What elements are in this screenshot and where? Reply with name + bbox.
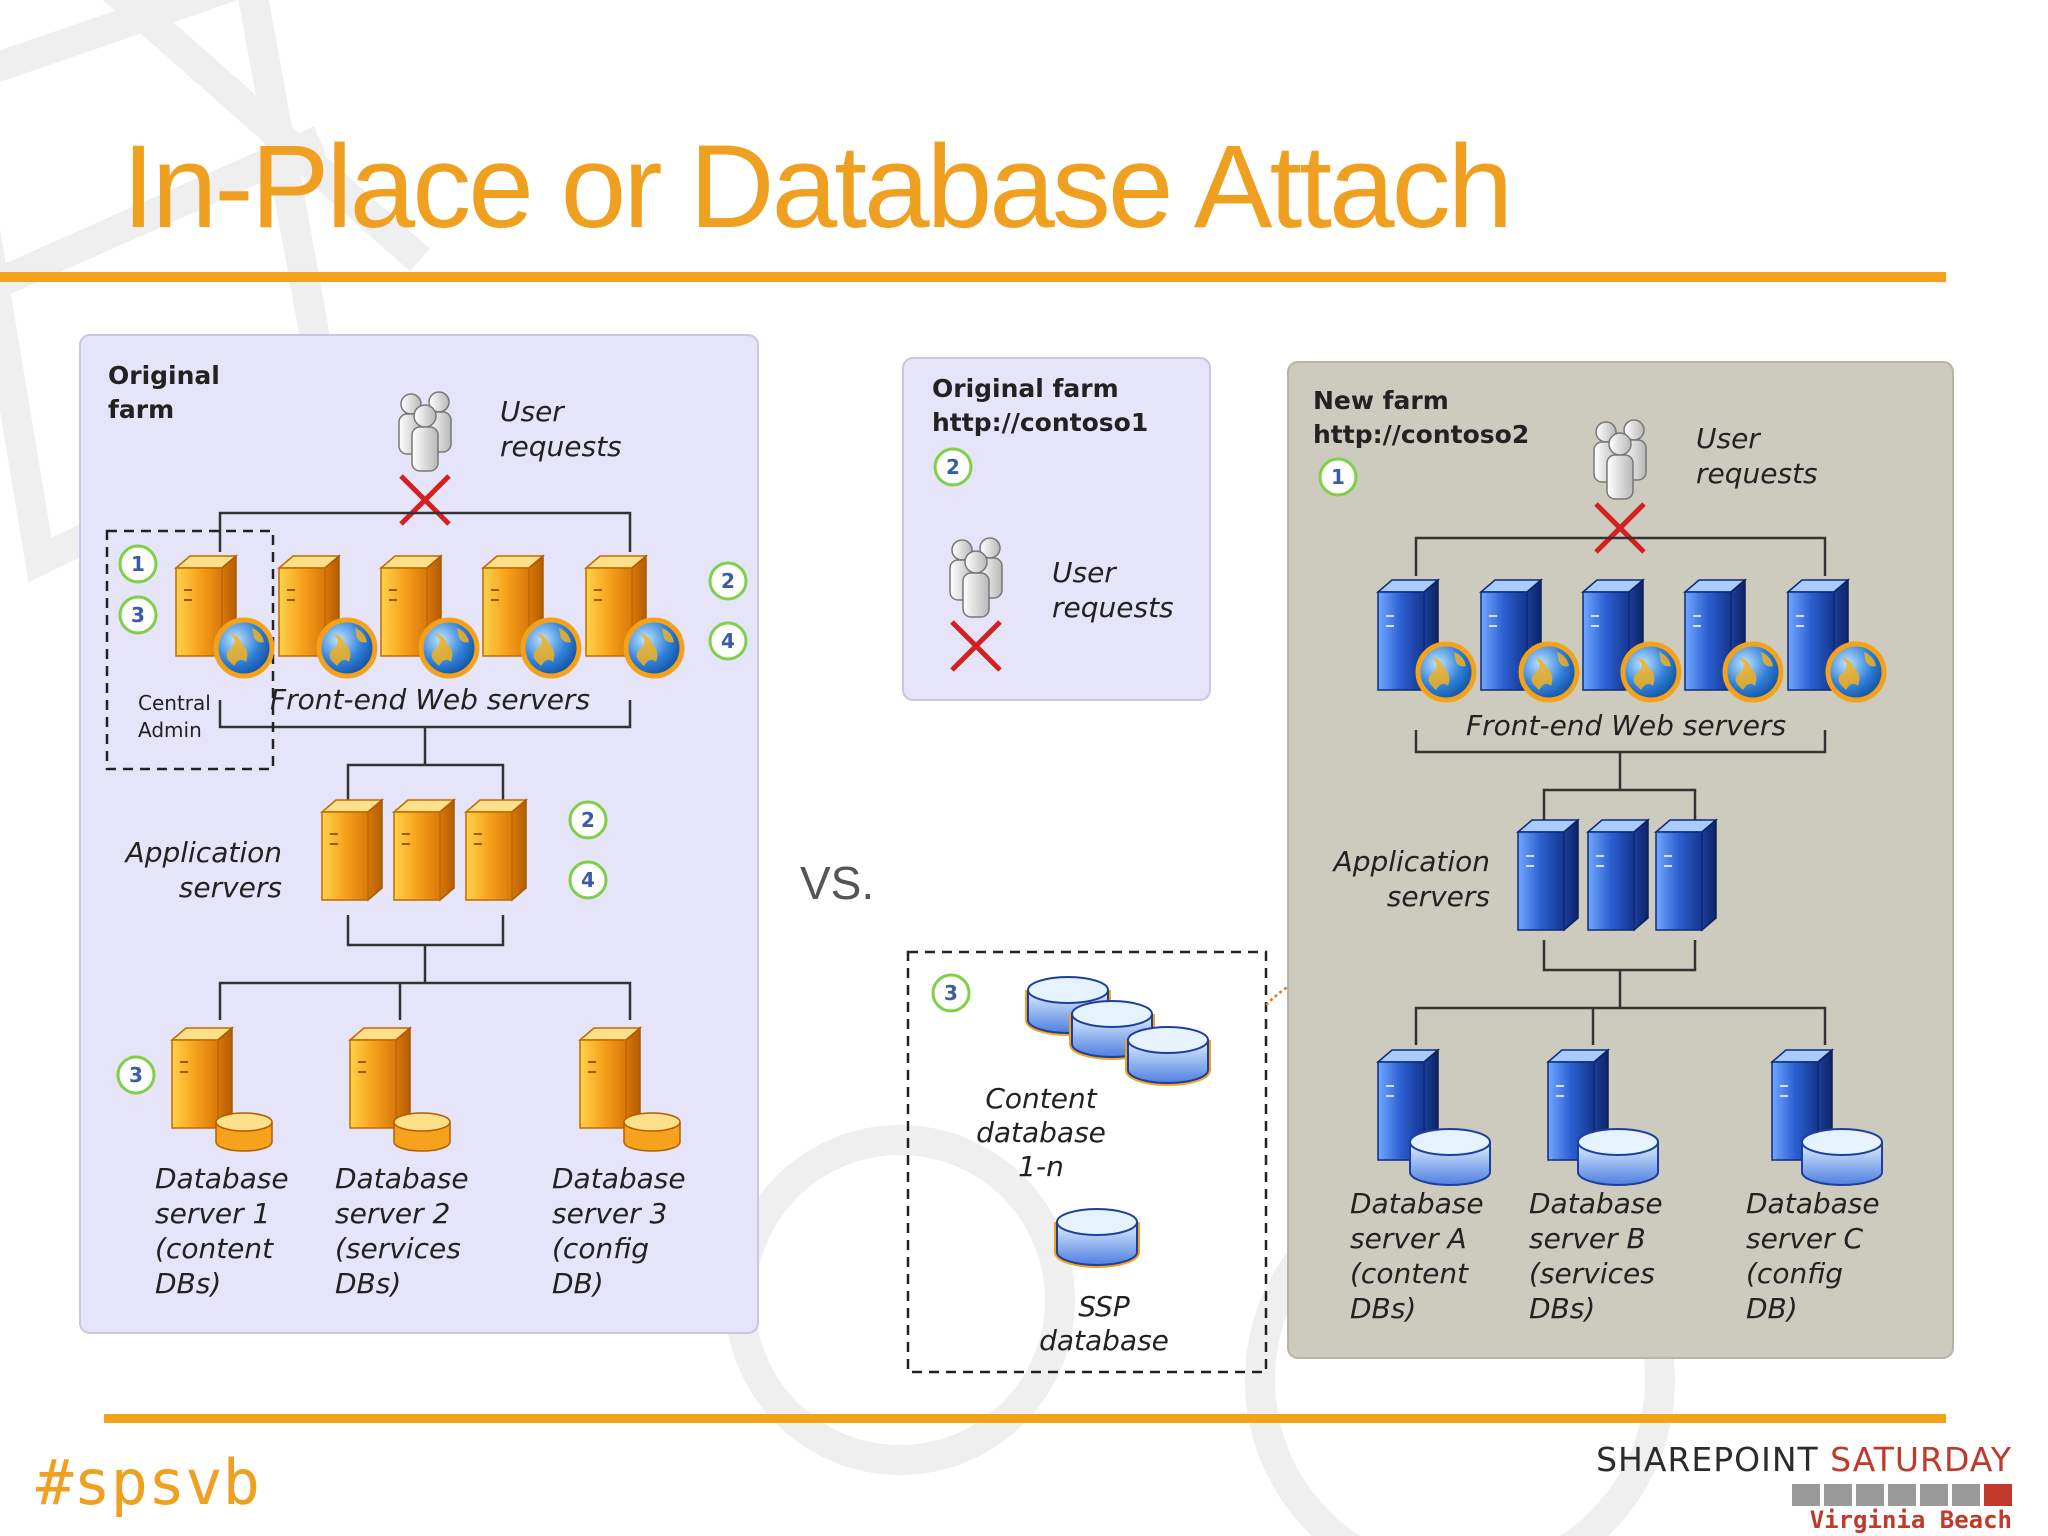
- application-servers: [321, 799, 527, 901]
- svg-text:3: 3: [131, 603, 145, 627]
- new-farm-panel: New farm http://contoso2 1 User requests…: [1287, 361, 1954, 1359]
- step-badge: 2: [933, 447, 973, 487]
- contoso1-title-line1: Original farm: [932, 374, 1119, 403]
- ssp-database-icon: [1057, 1209, 1137, 1265]
- new-farm-title-line2: http://contoso2: [1313, 420, 1529, 449]
- dbC-line3: (config: [1746, 1257, 1843, 1290]
- brand-wordmark: SHAREPOINT SATURDAY: [1596, 1440, 2012, 1479]
- db3-line3: (config: [552, 1232, 649, 1265]
- dbC-line2: server C: [1746, 1222, 1864, 1255]
- content-database-label-line2: database: [976, 1116, 1106, 1149]
- dbC-line4: DB): [1746, 1292, 1798, 1325]
- connector-lines: [1414, 536, 1827, 1045]
- svg-text:3: 3: [129, 1063, 143, 1087]
- application-servers-label-line2: servers: [179, 871, 282, 904]
- svg-text:2: 2: [721, 569, 735, 593]
- db1-line1: Database: [155, 1162, 289, 1195]
- step-badge: 4: [708, 621, 748, 661]
- db2-line3: (services: [335, 1232, 461, 1265]
- svg-text:4: 4: [581, 868, 595, 892]
- db1-line3: (content: [155, 1232, 274, 1265]
- new-application-servers-label-line2: servers: [1387, 880, 1490, 913]
- content-database-label-line3: 1-n: [1018, 1150, 1064, 1183]
- slide-title: In-Place or Database Attach: [122, 121, 1513, 253]
- original-farm-title-line1: Original: [108, 361, 220, 390]
- databases-to-attach-box: 3 Content database 1-n SSP database: [906, 950, 1268, 1374]
- event-hashtag: #spsvb: [36, 1446, 260, 1519]
- svg-text:3: 3: [944, 981, 958, 1005]
- central-admin-label-line1: Central: [138, 691, 211, 715]
- step-badge: 3: [116, 1055, 156, 1095]
- footer-rule: [104, 1414, 1946, 1423]
- step-badge: 2: [708, 561, 748, 601]
- original-farm-title-line2: farm: [108, 395, 174, 424]
- dbB-line4: DBs): [1529, 1292, 1595, 1325]
- db2-line4: DBs): [335, 1267, 401, 1300]
- svg-text:1: 1: [1331, 465, 1345, 489]
- user-requests-label-line1: User: [500, 395, 565, 428]
- svg-text:2: 2: [946, 455, 960, 479]
- brand-blocks: [1792, 1484, 2012, 1506]
- svg-text:4: 4: [721, 629, 735, 653]
- ssp-database-label-line1: SSP: [1078, 1290, 1130, 1323]
- contoso1-user-requests-line2: requests: [1052, 591, 1174, 624]
- new-application-servers-label-line1: Application: [1332, 845, 1490, 878]
- db3-line4: DB): [552, 1267, 604, 1300]
- new-application-servers: [1517, 819, 1717, 931]
- dbC-line1: Database: [1746, 1187, 1880, 1220]
- brand-location: Virginia Beach: [1809, 1506, 2012, 1534]
- db1-line2: server 1: [155, 1197, 270, 1230]
- contoso1-title-line2: http://contoso1: [932, 408, 1148, 437]
- central-admin-boundary: [105, 529, 275, 771]
- step-badge: 3: [118, 595, 158, 635]
- step-badge: 3: [931, 973, 971, 1013]
- svg-text:2: 2: [581, 808, 595, 832]
- db1-line4: DBs): [155, 1267, 221, 1300]
- svg-text:1: 1: [131, 552, 145, 576]
- content-database-icons: [1028, 977, 1208, 1083]
- new-farm-user-requests-line2: requests: [1696, 457, 1818, 490]
- dbA-line3: (content: [1350, 1257, 1469, 1290]
- content-database-label-line1: Content: [985, 1082, 1097, 1115]
- step-badge: 1: [1318, 457, 1358, 497]
- brand-saturday: SATURDAY: [1830, 1440, 2012, 1479]
- db3-line1: Database: [552, 1162, 686, 1195]
- dbB-line1: Database: [1529, 1187, 1663, 1220]
- title-underline: [0, 272, 1946, 282]
- new-front-end-servers-label: Front-end Web servers: [1466, 709, 1786, 742]
- application-servers-label-line1: Application: [124, 836, 282, 869]
- dbB-line3: (services: [1529, 1257, 1655, 1290]
- dbA-line1: Database: [1350, 1187, 1484, 1220]
- new-farm-title-line1: New farm: [1313, 386, 1449, 415]
- dbA-line2: server A: [1350, 1222, 1467, 1255]
- central-admin-label-line2: Admin: [138, 718, 202, 742]
- original-farm-contoso1-panel: Original farm http://contoso1 2 User req…: [902, 357, 1211, 701]
- ssp-database-label-line2: database: [1039, 1324, 1169, 1357]
- user-requests-label-line2: requests: [500, 430, 622, 463]
- dbA-line4: DBs): [1350, 1292, 1416, 1325]
- connector-lines: [218, 511, 632, 1020]
- front-end-servers-label: Front-end Web servers: [270, 683, 590, 716]
- step-badge: 2: [568, 800, 608, 840]
- versus-label: VS.: [800, 857, 875, 909]
- db2-line1: Database: [335, 1162, 469, 1195]
- contoso1-user-requests-line1: User: [1052, 556, 1117, 589]
- sharepoint-saturday-logo: SHAREPOINT SATURDAY Virginia Beach: [1512, 1440, 2018, 1534]
- db2-line2: server 2: [335, 1197, 450, 1230]
- dbB-line2: server B: [1529, 1222, 1646, 1255]
- new-farm-user-requests-line1: User: [1696, 422, 1761, 455]
- original-farm-panel: Original farm User requests Central Admi…: [79, 334, 759, 1334]
- step-badge: 4: [568, 860, 608, 900]
- db3-line2: server 3: [552, 1197, 667, 1230]
- step-badge: 1: [118, 544, 158, 584]
- brand-sharepoint: SHAREPOINT: [1596, 1440, 1831, 1479]
